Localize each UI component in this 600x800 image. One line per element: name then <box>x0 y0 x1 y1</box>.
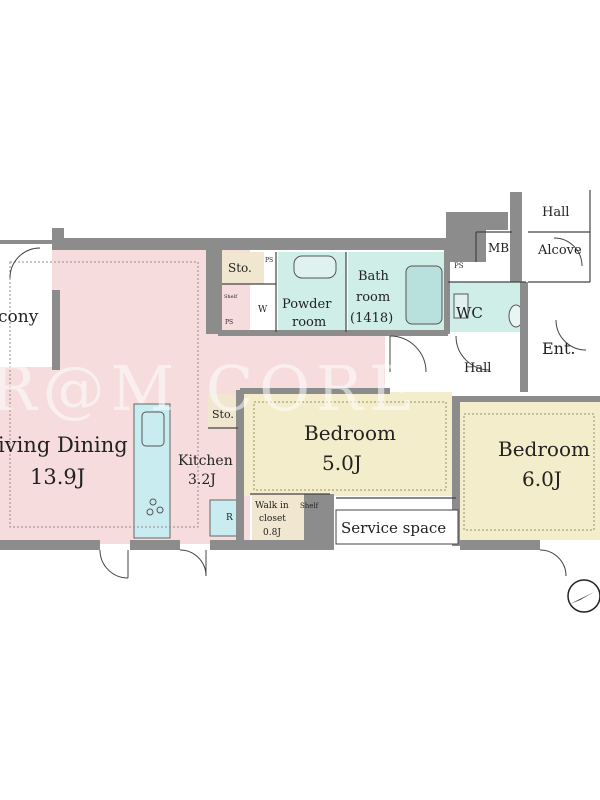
ps-label-2: PS <box>225 319 233 326</box>
door-swing <box>389 335 427 373</box>
shelf-label: Shelf <box>300 502 320 510</box>
washer-label: W <box>258 305 268 315</box>
hall-top-label: Hall <box>542 205 569 220</box>
wall-bed2-north <box>456 396 600 402</box>
powder-room-label-1: Powder <box>282 297 332 312</box>
hall-inner-label: Hall <box>464 361 491 376</box>
bath-room-label-1: Bath <box>358 269 390 284</box>
wall-bed-bed <box>452 396 460 546</box>
door-swing <box>455 335 491 371</box>
kitchen-size: 3.2J <box>188 472 216 488</box>
bedroom-1-label: Bedroom <box>304 421 396 445</box>
walk-in-closet-label-2: closet <box>259 514 286 524</box>
service-space-label: Service space <box>341 519 446 537</box>
stove-burner <box>149 498 157 506</box>
stove-burner <box>156 506 164 514</box>
powder-room-label-2: room <box>292 315 326 330</box>
door-swing <box>539 549 567 577</box>
wall-top-block <box>486 212 508 230</box>
wall-south-3 <box>210 540 330 550</box>
fixtures <box>9 255 595 531</box>
bedroom-2-label: Bedroom <box>498 437 590 461</box>
wall-pillar <box>52 228 64 250</box>
living-carpet-outline <box>9 261 199 528</box>
bedroom-2-outline <box>463 413 595 531</box>
wall-north <box>52 238 447 250</box>
wall-south-1 <box>0 540 100 550</box>
kitchen-sink <box>141 411 165 447</box>
entrance-floor <box>528 190 600 390</box>
storage-label-top: Sto. <box>228 261 252 275</box>
wall-balcony-west <box>52 290 60 370</box>
wall-wet-east <box>444 250 450 334</box>
balcony-rail <box>0 240 52 244</box>
walls <box>0 192 600 550</box>
balcony-floor <box>0 245 52 367</box>
service-space-box <box>335 509 459 545</box>
door-swing <box>179 549 207 577</box>
refrigerator <box>209 499 241 537</box>
powder-sink <box>293 255 337 279</box>
wc-sink <box>453 293 469 319</box>
ps-label-3: PS <box>454 262 464 270</box>
bedroom-1-outline <box>253 401 447 491</box>
walk-in-closet-size: 0.8J <box>263 528 281 538</box>
door-swing <box>99 549 129 579</box>
wall-ps-block <box>446 212 486 262</box>
storage-top-floor <box>222 252 264 284</box>
ps-label-1: PS <box>265 257 273 264</box>
door-swing <box>9 247 41 279</box>
wc-label: WC <box>456 304 483 322</box>
wall-storage <box>206 250 222 334</box>
stove-burner <box>146 508 154 516</box>
bath-room-label-2: room <box>356 290 390 305</box>
wall-hall <box>510 192 522 282</box>
living-dining-label: iving Dining <box>0 433 128 457</box>
bath-room-label-3: (1418) <box>350 311 393 326</box>
fridge-label: R <box>226 513 233 523</box>
storage-label-kitchen: Sto. <box>212 408 234 421</box>
partitions <box>208 190 591 499</box>
alcove-label: Alcove <box>537 243 582 258</box>
walk-in-closet-label-1: Walk in <box>255 501 289 511</box>
living-dining-size: 13.9J <box>30 465 85 489</box>
wall-wet-south <box>218 330 448 336</box>
bedroom-1-floor <box>240 392 452 496</box>
bedroom-1-size: 5.0J <box>322 451 362 475</box>
bedroom-2-floor <box>458 400 600 540</box>
bathtub <box>405 265 443 325</box>
shelf-small-label: Shelf <box>224 294 238 300</box>
wall-south-4 <box>460 540 540 550</box>
door-swing <box>555 319 587 351</box>
kitchen-label: Kitchen <box>178 453 233 469</box>
room-fills <box>0 190 600 544</box>
watermark: R@M CORE <box>0 352 420 425</box>
north-arrow-icon <box>567 579 600 613</box>
mb-label: MB <box>488 241 509 255</box>
wall-south-block <box>304 494 334 550</box>
storage-kitchen-floor <box>208 394 238 428</box>
wall-south-2 <box>130 540 180 550</box>
hall-floor <box>385 330 445 400</box>
door-swings <box>9 237 587 579</box>
wall-kitchen-bed <box>236 390 244 544</box>
bedroom-2-size: 6.0J <box>522 467 562 491</box>
wall-entrance <box>520 282 528 392</box>
wall-bed1-north <box>240 388 390 394</box>
door-swing <box>553 237 583 267</box>
balcony-label: cony <box>0 307 39 327</box>
entrance-label: Ent. <box>542 339 576 358</box>
